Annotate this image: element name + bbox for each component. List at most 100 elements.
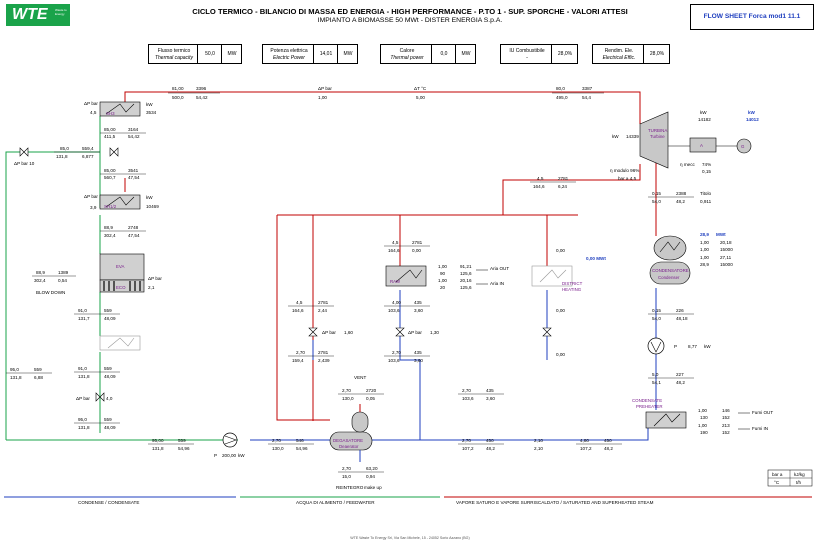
fw-dp-label: ΔP bar — [76, 396, 90, 401]
fw-dp: 4,0 — [106, 396, 113, 401]
exh-a: 0,15 — [652, 191, 661, 196]
mv-b: 435 — [414, 350, 422, 355]
pump-kw-unit: kW — [238, 453, 245, 458]
sh3-kw: 3534 — [146, 110, 157, 115]
cdp-d: 48,18 — [676, 316, 688, 321]
att-d: 6,877 — [82, 154, 94, 159]
eco-in-d: 48,09 — [104, 316, 116, 321]
dt-label: ΔT °C — [414, 86, 427, 91]
dh-mw: 0,00 MWt — [586, 256, 606, 261]
bd-d: 0,54 — [58, 278, 67, 283]
lv-b: 2781 — [318, 300, 329, 305]
st-dt: 5,00 — [416, 95, 425, 100]
page-title: CICLO TERMICO - BILANCIO DI MASSA ED ENE… — [192, 7, 628, 16]
att-b: 559,4 — [82, 146, 94, 151]
sh12-label: SH1/2 — [104, 204, 117, 209]
bd-c: 302,4 — [34, 278, 46, 283]
raw-b: 2781 — [412, 240, 423, 245]
mu-b: 63,20 — [366, 466, 378, 471]
legend-feedwater: ACQUA DI ALIMENTO / FEEDWATER — [296, 500, 375, 505]
vent-d: 0,05 — [366, 396, 375, 401]
feed-pump-icon — [222, 432, 238, 448]
cdpump-kw: 8,77 — [688, 344, 697, 349]
preheater-label: CONDENSATE — [632, 398, 662, 403]
air3: 90 — [440, 271, 446, 276]
sh12-in-a: 85,00 — [104, 168, 116, 173]
mv-d: 3,60 — [414, 358, 423, 363]
dh-label2: HEATING — [562, 287, 582, 292]
air4: 125,6 — [460, 271, 472, 276]
dea-out-a: 2,70 — [272, 438, 281, 443]
vent-a: 2,70 — [342, 388, 351, 393]
fw-a: 95,0 — [78, 417, 87, 422]
turbine-label-en: Turbine — [650, 134, 665, 139]
condenser-label: CONDENSATORE — [652, 268, 689, 273]
lw-d: 6,88 — [34, 375, 43, 380]
lv2-b: 2781 — [318, 350, 329, 355]
sh3-in-a: 85,00 — [104, 127, 116, 132]
fw-valve — [95, 392, 105, 402]
att-dp-label: ΔP bar 10 — [14, 161, 35, 166]
dh-b: 0,00 — [556, 308, 565, 313]
lw-a: 95,0 — [10, 367, 19, 372]
x2: 0,911 — [700, 199, 712, 204]
vent-c: 130,0 — [342, 396, 354, 401]
unit-th: t/h — [796, 480, 802, 485]
eva-label: EVA — [116, 264, 125, 269]
bd-b: 1389 — [58, 270, 69, 275]
cdpump-p-label: P — [674, 344, 677, 349]
lv-a: 4,5 — [296, 300, 303, 305]
cdpo-c: 54,1 — [652, 380, 661, 385]
evaporator: EVA ECO — [99, 253, 145, 293]
cw-d: 15000 — [720, 247, 733, 252]
air7: 20 — [440, 285, 446, 290]
sh3-dp: 4,5 — [90, 110, 97, 115]
cdin-b: 450 — [486, 438, 494, 443]
lp2-dp: 1,30 — [430, 330, 439, 335]
gen-kw: 14012 — [746, 117, 759, 122]
cw-f: 27,11 — [720, 255, 732, 260]
raw-d: 0,00 — [412, 248, 421, 253]
raw-o-b: 435 — [414, 300, 422, 305]
makeup-label-en: make up — [364, 485, 382, 490]
sh12-kw: 10469 — [146, 204, 159, 209]
param-electrical-efficiency: Rendim. Ele.Electrical Effic. 28,0% — [592, 44, 670, 64]
f4: 152 — [722, 415, 730, 420]
att-a: 85,0 — [60, 146, 69, 151]
legend-condensate: CONDENSE / CONDENSATE — [78, 500, 139, 505]
mu-a: 2,70 — [342, 466, 351, 471]
st-top2d: 54,4 — [582, 95, 591, 100]
param-fuel: IU Combustibile- 28,0% — [500, 44, 578, 64]
cdpo-b: 227 — [676, 372, 684, 377]
raw-o-d: 3,60 — [414, 308, 423, 313]
generator-icon — [736, 138, 752, 154]
cdpump-kw-unit: kW — [704, 344, 711, 349]
lv-d: 2,44 — [318, 308, 327, 313]
dea-out-d: 54,96 — [296, 446, 308, 451]
x1: Titolo — [700, 191, 712, 196]
raw-heater: RAW — [385, 265, 427, 287]
cw-b: 20,18 — [720, 240, 732, 245]
lp1-dp-label: ΔP bar — [322, 330, 336, 335]
ext-d: 6,24 — [558, 184, 567, 189]
exh-b: 2388 — [676, 191, 687, 196]
deaerator-label-en: Deaerator — [339, 444, 359, 449]
eco-dp: 2,1 — [148, 285, 155, 290]
cdm-b: 435 — [486, 388, 494, 393]
lv2-d: 2,439 — [318, 358, 330, 363]
pre-c: 131,8 — [78, 374, 90, 379]
raw-o-c: 103,6 — [388, 308, 400, 313]
f3: 130 — [700, 415, 708, 420]
cdpre-d: 48,2 — [604, 446, 613, 451]
st-top2a: 80,0 — [556, 86, 565, 91]
attemperator-valve — [19, 147, 119, 157]
main-steam-line — [124, 91, 641, 124]
ext-c: 164,6 — [533, 184, 545, 189]
deaerator-label: DEGASATORE — [333, 438, 363, 443]
cdpo-d: 48,2 — [676, 380, 685, 385]
